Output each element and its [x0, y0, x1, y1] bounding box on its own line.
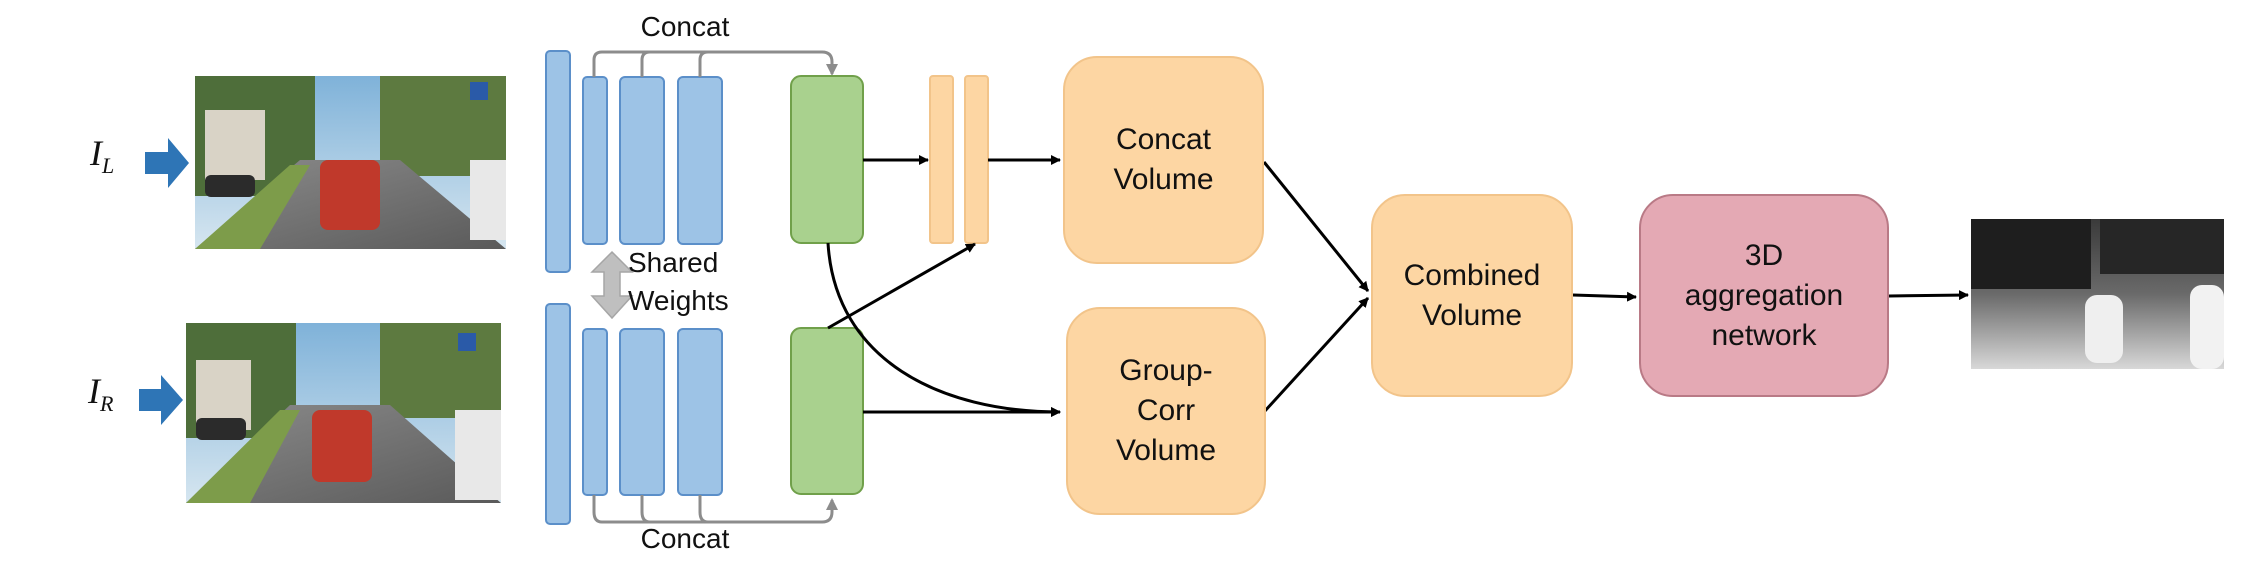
concat-volume-box: Concat Volume [1063, 56, 1264, 264]
feature-extractor-left [545, 50, 723, 273]
right-input-image [186, 323, 501, 503]
arrow-concat-volume-to-combined [1262, 161, 1370, 292]
left-image-symbol: IL [90, 133, 115, 179]
input-arrow-left-icon [145, 138, 189, 188]
feature-layer [582, 328, 608, 496]
feature-map-left [790, 75, 864, 244]
output-disparity-image [1971, 219, 2224, 369]
groupcorr-volume-box: Group- Corr Volume [1066, 307, 1266, 515]
concat-label-bottom: Concat [640, 523, 730, 554]
feature-layer [582, 76, 608, 245]
concat-connector-bottom [592, 495, 838, 524]
concat-feature-right [964, 75, 989, 244]
input-arrow-right-icon [139, 375, 183, 425]
arrow-left-green-to-groupcorr [826, 242, 1061, 417]
feature-extractor-right [545, 303, 723, 525]
feature-map-right [790, 327, 864, 495]
left-input-image [195, 76, 506, 249]
concat-label-top: Concat [640, 11, 730, 42]
feature-layer [619, 76, 665, 245]
feature-layer [619, 328, 665, 496]
arrow-aggregation-to-output [1888, 290, 1969, 301]
combined-volume-box: Combined Volume [1371, 194, 1573, 397]
feature-layer [677, 328, 723, 496]
arrow-right-green-to-concat-feature [827, 242, 976, 330]
concat-feature-left [929, 75, 954, 244]
feature-layer-tall [545, 303, 571, 525]
feature-layer-tall [545, 50, 571, 273]
concat-connector-top [592, 50, 838, 77]
shared-weights-arrow-icon [590, 250, 634, 320]
arrow-groupcorr-to-combined [1262, 296, 1370, 414]
right-image-symbol: IR [88, 371, 114, 417]
aggregation-network-box: 3D aggregation network [1639, 194, 1889, 397]
shared-weights-label: Shared Weights [628, 247, 729, 316]
flow-arrows [826, 155, 1969, 417]
feature-layer [677, 76, 723, 245]
arrow-combined-to-aggregation [1572, 291, 1637, 302]
